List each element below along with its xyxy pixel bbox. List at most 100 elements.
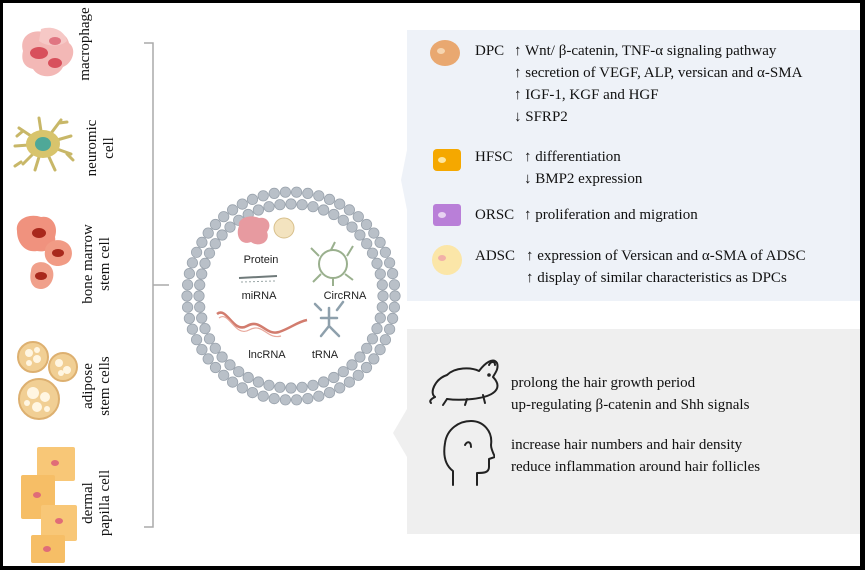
cell-source-label-dermal-papilla-cell: dermal papilla cell: [80, 469, 113, 537]
membrane-bead: [374, 236, 386, 249]
effect-label-hfsc: HFSC: [475, 149, 513, 165]
membrane-bead: [371, 323, 383, 335]
lncrna-icon: [216, 311, 308, 334]
adipose-stem-cells-icon: [17, 341, 78, 420]
dermal-papilla-cell-icon: [21, 447, 77, 563]
membrane-bead: [209, 218, 222, 231]
membrane-bead: [226, 376, 239, 388]
membrane-bead: [191, 246, 203, 258]
membrane-bead: [233, 366, 245, 378]
adsc-icon: [432, 245, 462, 275]
panel-bottom-pointer: [393, 329, 409, 534]
membrane-bead: [384, 323, 396, 335]
membrane-bead: [352, 211, 364, 223]
membrane-bead: [368, 353, 380, 365]
membrane-bead: [296, 199, 308, 211]
membrane-bead: [193, 290, 205, 302]
membrane-bead: [203, 333, 216, 345]
membrane-bead: [182, 301, 194, 313]
membrane-bead: [354, 229, 366, 241]
membrane-bead: [307, 379, 319, 391]
dpc-icon: [430, 40, 460, 66]
membrane-bead: [337, 366, 349, 378]
orsc-icon: [433, 204, 461, 226]
molecule-label-circrna: CircRNA: [324, 290, 367, 302]
membrane-bead: [216, 351, 228, 363]
membrane-bead: [366, 333, 379, 345]
effect-line: ↑ Wnt/ β-catenin, TNF-α signaling pathwa…: [514, 43, 777, 59]
protein-icon: [237, 216, 270, 245]
membrane-bead: [226, 204, 239, 216]
membrane-bead: [323, 193, 336, 205]
membrane-bead: [318, 204, 330, 216]
membrane-bead: [196, 268, 208, 280]
membrane-bead: [328, 371, 340, 384]
bracket: [144, 42, 169, 528]
effect-label-orsc: ORSC: [475, 207, 515, 223]
membrane-bead: [268, 187, 280, 199]
membrane-bead: [384, 257, 396, 269]
membrane-bead: [183, 312, 195, 324]
effect-line: ↓ SFRP2: [514, 109, 568, 125]
membrane-bead: [371, 257, 383, 270]
neuromic-cell-icon: [13, 116, 75, 172]
membrane-bead: [334, 198, 346, 210]
membrane-bead: [236, 198, 248, 210]
membrane-bead: [252, 204, 265, 216]
membrane-bead: [181, 290, 193, 302]
membrane-bead: [323, 387, 336, 399]
membrane-bead: [302, 393, 314, 405]
membrane-bead: [218, 369, 230, 381]
membrane-bead: [279, 186, 292, 198]
effect-line: ↑ expression of Versican and α-SMA of AD…: [526, 248, 806, 264]
membrane-bead: [313, 390, 325, 402]
membrane-bead: [313, 190, 325, 202]
membrane-bead: [183, 268, 195, 280]
membrane-bead: [374, 312, 386, 324]
membrane-bead: [246, 193, 259, 205]
membrane-bead: [274, 199, 286, 211]
membrane-bead: [202, 353, 214, 365]
membrane-bead: [337, 214, 349, 226]
extracellular-vesicle: Protein miRNA CircRNA lncRNA tRNA: [181, 186, 401, 406]
trna-icon: [313, 300, 345, 338]
mirna-icon: [238, 275, 278, 279]
membrane-bead: [388, 279, 400, 291]
cell-source-label-macrophage: macrophage: [77, 7, 93, 81]
membrane-bead: [196, 312, 208, 324]
membrane-bead: [352, 369, 364, 381]
membrane-bead: [257, 390, 269, 402]
membrane-bead: [387, 268, 399, 280]
molecule-label-trna: tRNA: [312, 349, 339, 361]
membrane-bead: [285, 382, 297, 394]
membrane-bead: [302, 187, 314, 199]
membrane-bead: [182, 279, 194, 291]
effect-label-dpc: DPC: [475, 43, 505, 59]
molecule-label-protein: Protein: [244, 254, 279, 266]
membrane-bead: [389, 290, 401, 302]
effect-line: ↓ BMP2 expression: [524, 171, 643, 187]
human-head-icon: [443, 420, 495, 486]
membrane-bead: [343, 204, 355, 216]
membrane-bead: [199, 257, 211, 270]
membrane-bead: [242, 371, 254, 384]
membrane-bead: [291, 186, 303, 198]
membrane-bead: [209, 361, 222, 374]
membrane-bead: [224, 359, 236, 371]
membrane-bead: [343, 376, 355, 388]
membrane-bead: [374, 344, 386, 356]
effect-line: ↑ proliferation and migration: [524, 207, 698, 223]
membrane-bead: [252, 376, 265, 388]
membrane-bead: [194, 301, 206, 313]
membrane-bead: [274, 381, 286, 393]
membrane-bead: [388, 301, 400, 313]
membrane-bead: [376, 279, 388, 291]
membrane-bead: [366, 247, 379, 259]
cell-source-label-adipose-stem-cells: adipose stem cells: [80, 356, 113, 416]
membrane-bead: [354, 351, 366, 363]
outcome-line: up-regulating β-catenin and Shh signals: [511, 397, 750, 413]
membrane-bead: [203, 247, 216, 259]
protein-sphere-icon: [273, 217, 295, 239]
cell-source-label-neuromic-cell: neuromic cell: [84, 119, 117, 177]
membrane-bead: [361, 342, 373, 354]
